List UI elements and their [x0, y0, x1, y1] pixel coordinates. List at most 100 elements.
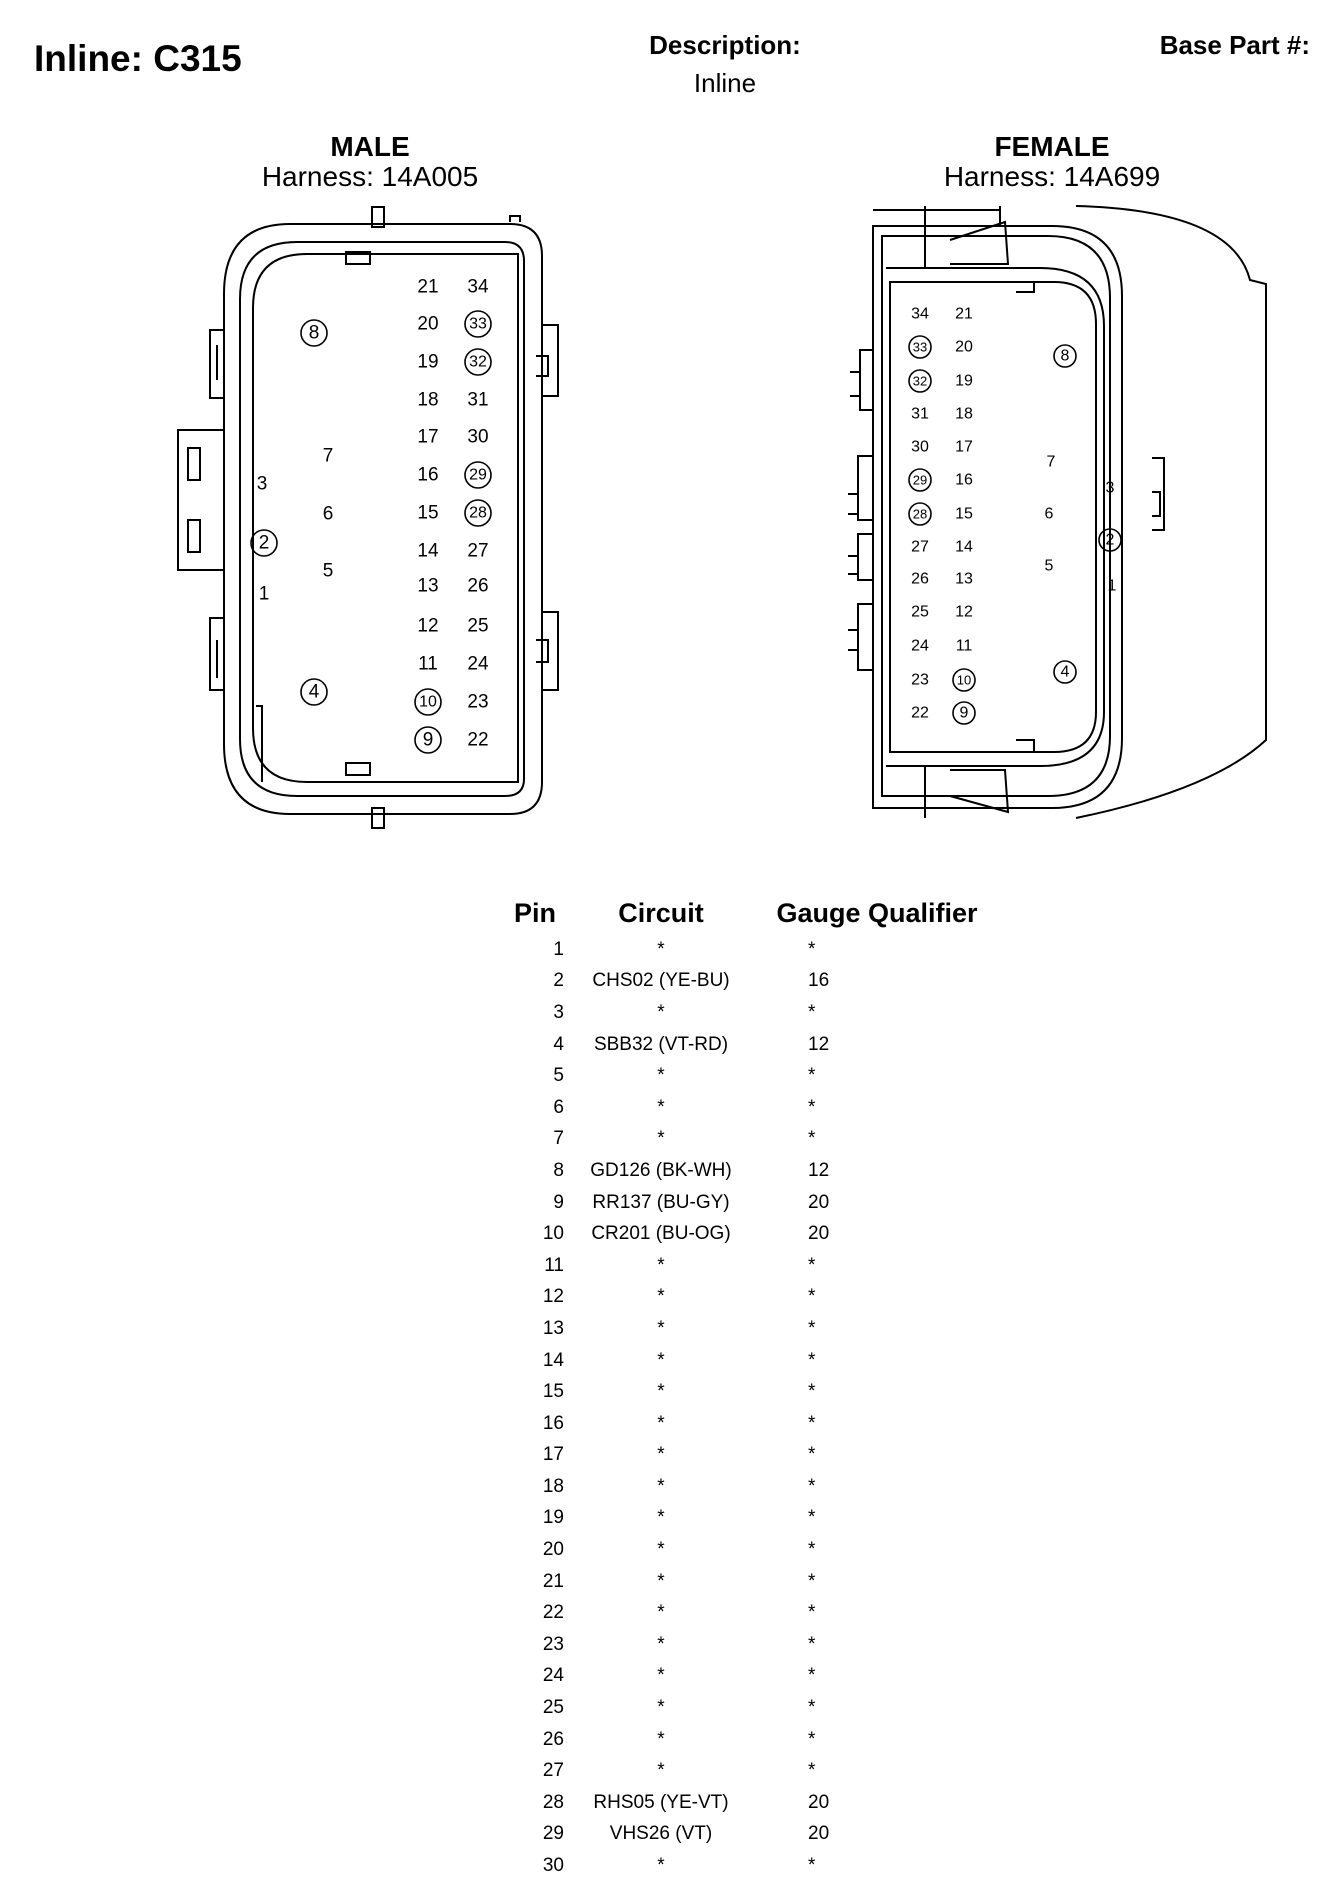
female-pin-32-circle [908, 369, 932, 393]
female-pin-27: 27 [911, 539, 929, 556]
gauge-cell: * [808, 1475, 816, 1497]
female-pin-18-label: 18 [955, 406, 973, 423]
pin-number-cell: 20 [542, 1539, 564, 1561]
male-pin-32-circle [464, 348, 492, 376]
female-pin-8-label: 8 [1061, 348, 1070, 365]
female-pin-2: 2 [1098, 528, 1122, 552]
pin-number-cell: 4 [553, 1033, 564, 1055]
male-pin-14: 14 [417, 541, 439, 562]
male-pin-25-label: 25 [467, 616, 488, 637]
female-pin-3-label: 3 [1106, 480, 1115, 497]
male-pin-8-label: 8 [309, 323, 320, 344]
circuit-cell: * [657, 1444, 665, 1466]
circuit-cell: * [657, 938, 665, 960]
male-connector-body [177, 206, 559, 829]
female-pin-30: 30 [911, 439, 929, 456]
male-pin-3-label: 3 [257, 474, 268, 495]
gauge-cell: * [808, 1254, 816, 1276]
male-pin-4-label: 4 [309, 682, 320, 703]
pin-number-cell: 16 [542, 1412, 564, 1434]
female-pin-31: 31 [911, 406, 929, 423]
table-row: 16** [494, 1408, 1008, 1440]
female-pin-4-circle [1053, 660, 1077, 684]
gauge-cell: * [808, 1096, 816, 1118]
female-pin-5-label: 5 [1045, 558, 1054, 575]
circuit-cell: * [657, 1507, 665, 1529]
male-pin-33-circle [464, 310, 492, 338]
male-pin-9-label: 9 [423, 730, 434, 751]
male-pin-8: 8 [300, 319, 328, 347]
pin-number-cell: 14 [542, 1349, 564, 1371]
gauge-cell: * [808, 1728, 816, 1750]
female-pin-33-label: 33 [913, 340, 927, 355]
circuit-cell: * [657, 1065, 665, 1087]
male-pin-18-label: 18 [417, 390, 438, 411]
gauge-cell: 12 [808, 1033, 830, 1055]
pin-number-cell: 1 [553, 938, 564, 960]
male-pin-4: 4 [300, 678, 328, 706]
female-pin-14: 14 [955, 539, 973, 556]
circuit-cell: RHS05 (YE-VT) [593, 1791, 729, 1813]
circuit-cell: * [657, 1096, 665, 1118]
female-pin-31-label: 31 [911, 406, 929, 423]
female-pin-11: 11 [956, 638, 973, 655]
description-label: Description: [649, 30, 801, 60]
gauge-cell: * [808, 1539, 816, 1561]
female-pin-26-label: 26 [911, 571, 929, 588]
male-pin-27: 27 [467, 541, 488, 562]
female-pin-10: 10 [952, 668, 976, 692]
female-pin-25-label: 25 [911, 604, 929, 621]
circuit-cell: CHS02 (YE-BU) [592, 970, 730, 992]
circuit-cell: CR201 (BU-OG) [591, 1223, 731, 1245]
table-row: 14** [494, 1345, 1008, 1377]
gauge-cell: * [808, 1412, 816, 1434]
female-pin-2-circle [1098, 528, 1122, 552]
female-pin-10-circle [952, 668, 976, 692]
circuit-cell: * [657, 1001, 665, 1023]
female-pin-19-label: 19 [955, 373, 973, 390]
gauge-cell: * [808, 938, 816, 960]
male-pin-3: 3 [257, 474, 268, 495]
gauge-cell: * [808, 1317, 816, 1339]
table-row: 6** [494, 1092, 1008, 1124]
female-pin-32-label: 32 [913, 374, 927, 389]
female-pin-14-label: 14 [955, 539, 973, 556]
male-pin-16-label: 16 [417, 465, 438, 486]
description-value: Inline [693, 68, 757, 98]
circuit-cell: VHS26 (VT) [609, 1823, 713, 1845]
gauge-cell: * [808, 1065, 816, 1087]
male-pin-9-circle [414, 726, 442, 754]
female-pin-28: 28 [908, 502, 932, 526]
pin-number-cell: 18 [542, 1475, 564, 1497]
table-row: 30** [494, 1850, 1008, 1882]
table-row: 1 * * [494, 934, 1008, 966]
gauge-cell: 20 [808, 1791, 830, 1813]
male-pin-6-label: 6 [323, 504, 334, 525]
female-pin-12: 12 [955, 604, 973, 621]
gauge-cell: * [808, 1633, 816, 1655]
female-pin-17: 17 [955, 439, 973, 456]
male-pin-28-label: 28 [469, 505, 487, 522]
male-pin-1-label: 1 [259, 584, 270, 605]
male-pin-24-label: 24 [467, 654, 489, 675]
female-pin-13: 13 [955, 571, 973, 588]
circuit-column-header: Circuit [618, 898, 704, 928]
male-pin-23: 23 [467, 692, 488, 713]
pin-number-cell: 26 [542, 1728, 564, 1750]
table-row: 11** [494, 1250, 1008, 1282]
female-pin-24: 24 [911, 638, 929, 655]
male-pin-25: 25 [467, 616, 488, 637]
male-pin-10-circle [414, 688, 442, 716]
pin-number-cell: 22 [542, 1602, 564, 1624]
female-harness-label: Harness: 14A699 [943, 161, 1161, 192]
table-row: 17** [494, 1440, 1008, 1472]
table-row: 21** [494, 1566, 1008, 1598]
pin-number-cell: 21 [542, 1570, 564, 1592]
male-pin-5-label: 5 [323, 561, 334, 582]
table-row: 22** [494, 1597, 1008, 1629]
